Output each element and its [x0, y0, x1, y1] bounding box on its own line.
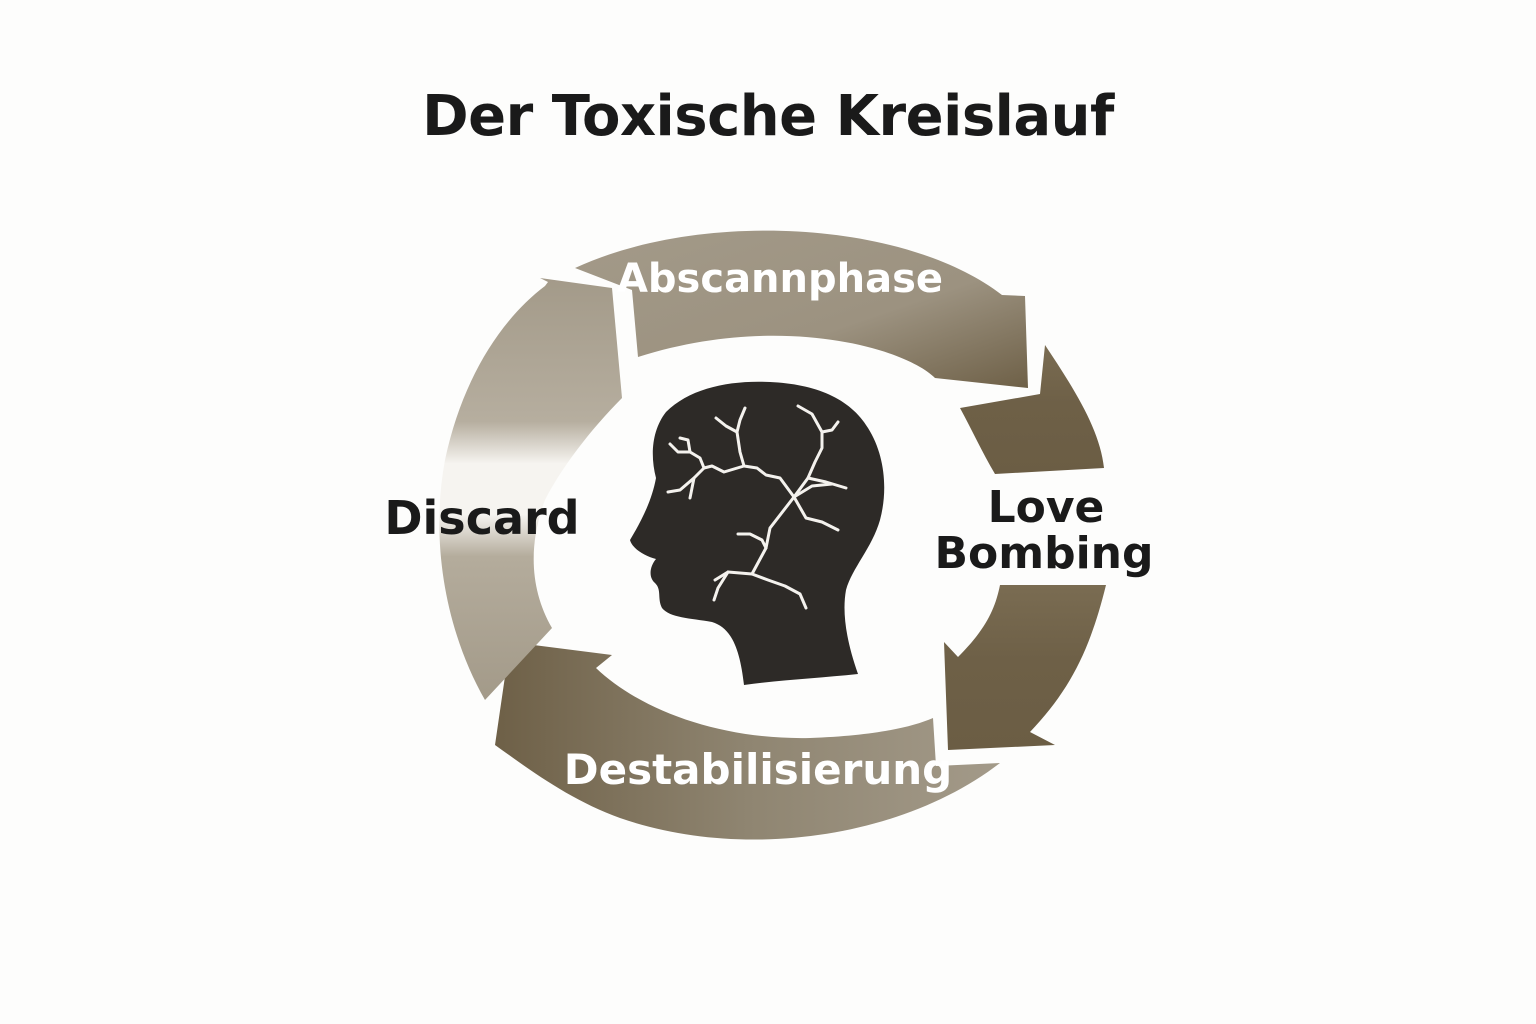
label-abscannphase: Abscannphase: [617, 256, 943, 302]
label-bombing: Bombing: [934, 528, 1153, 579]
arrow-destabilisierung: [495, 642, 1000, 840]
arrow-discard: [439, 278, 622, 700]
arrow-love-bombing-lower: [944, 585, 1106, 750]
label-love: Love: [988, 482, 1105, 533]
arrow-abscannphase: [575, 230, 1028, 388]
label-destabilisierung: Destabilisierung: [564, 745, 952, 794]
diagram-title: Der Toxische Kreislauf: [422, 84, 1114, 149]
arrow-love-bombing: [960, 345, 1104, 474]
label-discard: Discard: [384, 491, 579, 545]
cracked-head-icon: [630, 381, 885, 685]
